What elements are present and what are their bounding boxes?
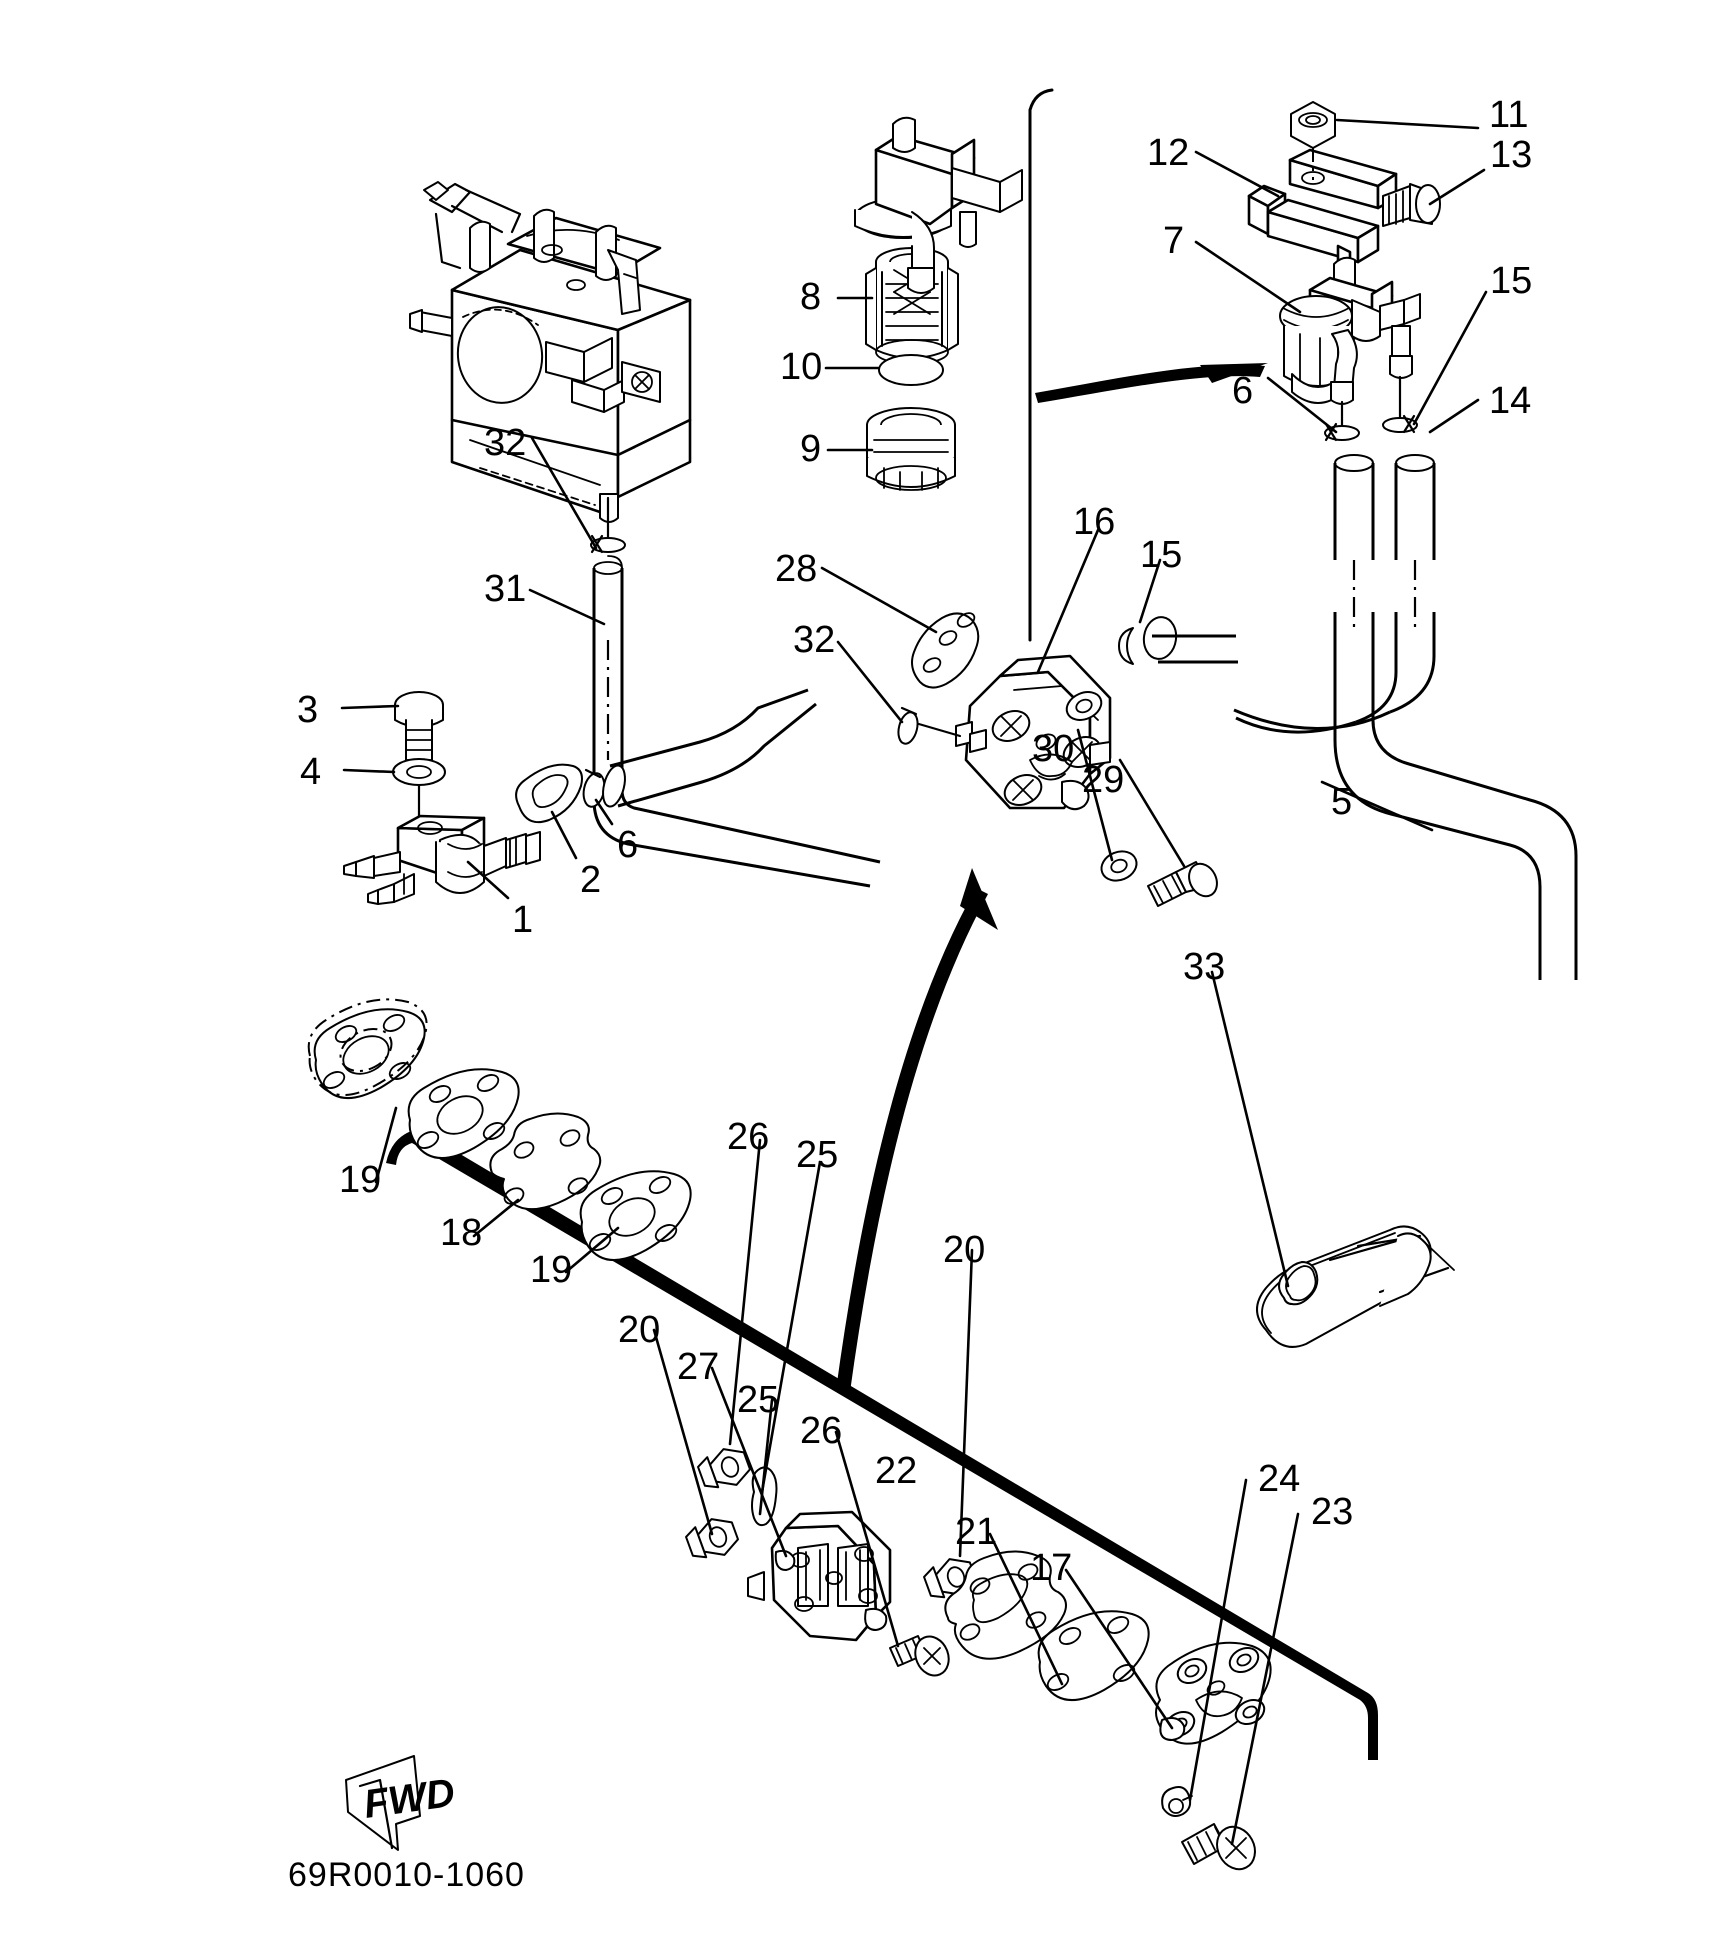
assembly-arrow-filter bbox=[1035, 363, 1268, 403]
washer-30 bbox=[1100, 850, 1138, 882]
o-ring-10 bbox=[878, 354, 944, 386]
callout-16: 16 bbox=[1073, 501, 1116, 543]
assembly-arrow-pump bbox=[836, 868, 998, 1392]
hose-clamp-32-upper bbox=[590, 496, 626, 554]
callout-6-a: 6 bbox=[1232, 370, 1254, 412]
callout-18: 18 bbox=[440, 1212, 483, 1254]
callout-29: 29 bbox=[1082, 759, 1125, 801]
callout-20-a: 20 bbox=[618, 1309, 661, 1351]
hose-clip-15-pump bbox=[1118, 627, 1134, 665]
callout-19-b: 19 bbox=[530, 1249, 573, 1291]
nut-26-upper bbox=[697, 1448, 751, 1489]
callout-8: 8 bbox=[800, 276, 822, 318]
pump-gasket-19-b bbox=[407, 1068, 520, 1160]
callout-10: 10 bbox=[780, 346, 823, 388]
callout-13: 13 bbox=[1490, 134, 1533, 176]
callout-31: 31 bbox=[484, 568, 527, 610]
callout-30: 30 bbox=[1032, 728, 1075, 770]
callout-23: 23 bbox=[1311, 1491, 1354, 1533]
leader-lines bbox=[340, 118, 1488, 1846]
bolt-3 bbox=[394, 691, 444, 771]
pump-gasket-19-a bbox=[307, 998, 428, 1100]
callout-17: 17 bbox=[1030, 1547, 1073, 1589]
diagram-code: 69R0010-1060 bbox=[288, 1856, 525, 1894]
callout-6-b: 6 bbox=[617, 824, 639, 866]
callout-28: 28 bbox=[775, 548, 818, 590]
callout-33: 33 bbox=[1183, 946, 1226, 988]
callout-32-a: 32 bbox=[484, 422, 527, 464]
fuel-hose-pump-outlet bbox=[1142, 616, 1238, 664]
valve-gasket-21 bbox=[1037, 1610, 1150, 1702]
hose-clamp-6-left bbox=[582, 768, 606, 808]
fuel-cock-assembly-1 bbox=[343, 814, 541, 905]
callout-21: 21 bbox=[955, 1511, 998, 1553]
hose-clamp-6-filter-a bbox=[1324, 400, 1360, 442]
callout-9: 9 bbox=[800, 428, 822, 470]
nut-11 bbox=[1290, 101, 1336, 149]
pump-housing-27 bbox=[747, 1510, 892, 1642]
diaphragm-gasket-18 bbox=[489, 1112, 602, 1210]
callout-25-a: 25 bbox=[796, 1134, 839, 1176]
fuel-pump-assembly-16 bbox=[955, 654, 1112, 811]
carburetor-assembly bbox=[409, 181, 692, 523]
fwd-arrow-marker: FWD bbox=[345, 1755, 457, 1851]
screw-23 bbox=[1181, 1823, 1256, 1871]
washer-24 bbox=[1161, 1786, 1193, 1817]
callout-11: 11 bbox=[1489, 94, 1529, 136]
callout-14: 14 bbox=[1489, 380, 1532, 422]
filter-cup-9 bbox=[866, 407, 956, 491]
rubber-sleeve-33 bbox=[1256, 1225, 1455, 1348]
callout-1: 1 bbox=[512, 899, 534, 941]
callout-15-b: 15 bbox=[1140, 534, 1183, 576]
fuel-hose-short-cock-pump bbox=[602, 688, 817, 808]
callout-15-a: 15 bbox=[1490, 260, 1533, 302]
callout-26-b: 26 bbox=[800, 1410, 843, 1452]
bolt-26-lower bbox=[889, 1635, 950, 1677]
callout-32-b: 32 bbox=[793, 619, 836, 661]
hose-clamp-15-filter-b bbox=[1382, 375, 1418, 434]
nut-20-left bbox=[685, 1518, 739, 1559]
callout-19-a: 19 bbox=[339, 1159, 382, 1201]
fuel-filter-assembly-7 bbox=[1279, 256, 1421, 405]
filter-bracket-12 bbox=[1247, 148, 1398, 278]
callout-7: 7 bbox=[1163, 220, 1185, 262]
group-divider-line bbox=[1028, 88, 1054, 642]
callout-25-b: 25 bbox=[737, 1379, 780, 1421]
callout-26-a: 26 bbox=[727, 1116, 770, 1158]
callout-3: 3 bbox=[297, 689, 319, 731]
fuel-cock-gasket-2 bbox=[515, 763, 583, 824]
callout-5: 5 bbox=[1331, 781, 1353, 823]
callout-4: 4 bbox=[300, 751, 322, 793]
pump-mount-gasket-28 bbox=[911, 612, 980, 689]
callout-22: 22 bbox=[875, 1450, 918, 1492]
callout-24: 24 bbox=[1258, 1458, 1301, 1500]
callout-12: 12 bbox=[1147, 132, 1190, 174]
bolt-29 bbox=[1147, 861, 1218, 907]
bolt-13 bbox=[1382, 183, 1441, 227]
fuel-hose-14-and-5 bbox=[1233, 454, 1578, 980]
hose-clamp-32-pump bbox=[897, 706, 962, 745]
callout-2: 2 bbox=[580, 859, 602, 901]
callout-27: 27 bbox=[677, 1346, 720, 1388]
washer-4 bbox=[392, 758, 446, 786]
fuel-cock-upper-illustration bbox=[854, 116, 1023, 294]
callout-20-b: 20 bbox=[943, 1229, 986, 1271]
